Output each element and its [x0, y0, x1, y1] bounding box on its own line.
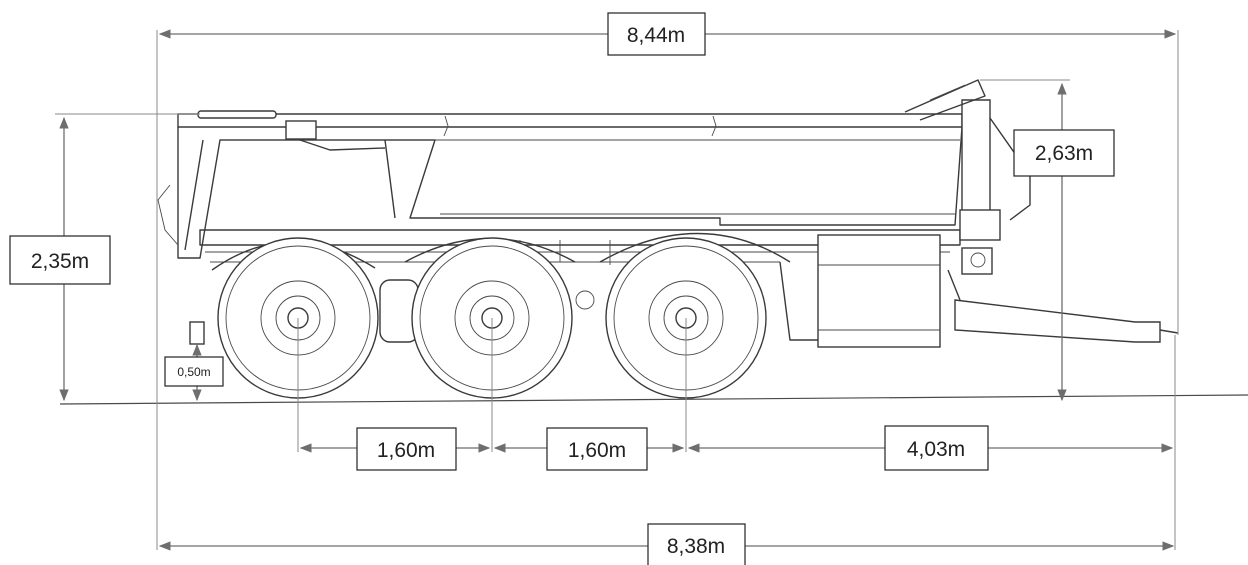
trailer-body	[157, 79, 1179, 348]
height-rear-text: 2,63m	[1035, 142, 1093, 165]
label-axle-spacing-1: 1,60m	[356, 427, 457, 471]
rear-to-coupling-text: 4,03m	[907, 438, 965, 461]
label-ground-clearance: 0,50m	[164, 356, 224, 387]
label-overall-length-bottom: 8,38m	[647, 523, 746, 565]
axle-spacing-1-text: 1,60m	[377, 439, 435, 462]
overall-length-bottom-text: 8,38m	[667, 535, 725, 558]
overall-length-top-text: 8,44m	[627, 24, 685, 47]
label-height-rear: 2,63m	[1013, 129, 1115, 177]
axle-spacing-2-text: 1,60m	[568, 439, 626, 462]
label-rear-to-coupling: 4,03m	[884, 425, 989, 471]
ground-line	[59, 394, 1248, 405]
label-axle-spacing-2: 1,60m	[546, 427, 648, 471]
label-overall-length-top: 8,44m	[607, 12, 706, 56]
label-height-front: 2,35m	[9, 235, 111, 285]
ground-clearance-text: 0,50m	[177, 365, 210, 379]
height-front-text: 2,35m	[31, 250, 89, 273]
